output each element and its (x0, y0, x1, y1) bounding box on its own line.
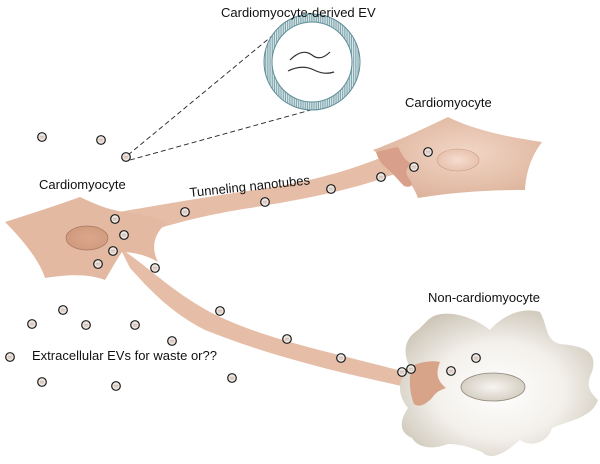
ev-dot-extracellular (27, 319, 37, 329)
ev-dot-lower-tube (397, 367, 407, 377)
ev-dot-upper-tube (376, 172, 386, 182)
rna-strand-1 (289, 51, 331, 61)
ev-dot-upper-tube (260, 197, 270, 207)
rna-strand-2 (287, 66, 335, 74)
ev-title-label: Cardiomyocyte-derived EV (221, 5, 376, 20)
left-cardiomyocyte-nucleus (65, 225, 109, 251)
ev-dot-left-cell (108, 246, 118, 256)
ev-dot-extracellular (37, 377, 47, 387)
ev-dot-extracellular (227, 373, 237, 383)
non-cardiomyocyte-label: Non-cardiomyocyte (428, 290, 540, 305)
ev-dot-non-cardiomyocyte (471, 353, 481, 363)
ev-dot-upper-tube (326, 184, 336, 194)
cardiomyocyte-right-label: Cardiomyocyte (405, 95, 492, 110)
ev-dot-upper-tube (180, 207, 190, 217)
ev-dot-extracellular (121, 152, 131, 162)
ev-dots (5, 132, 481, 391)
enlarged-ev (263, 13, 361, 111)
ev-dot-lower-tube (282, 334, 292, 344)
zoom-line-bottom (129, 107, 319, 161)
ev-dot-extracellular (37, 132, 47, 142)
ev-dot-non-cardiomyocyte (406, 364, 416, 374)
upper-nanotube-junction (376, 147, 412, 187)
ev-dot-lower-tube (215, 306, 225, 316)
ev-dot-right-cell (423, 147, 433, 157)
zoom-line-top (127, 35, 273, 156)
ev-dot-left-cell (119, 230, 129, 240)
ev-dot-lower-tube (336, 353, 346, 363)
ev-dot-extracellular (96, 135, 106, 145)
lower-nanotube-junction (409, 361, 446, 406)
ev-dot-non-cardiomyocyte (446, 366, 456, 376)
ev-dot-extracellular (130, 320, 140, 330)
upper-nanotube (118, 150, 414, 228)
right-cardiomyocyte-nucleus (436, 148, 480, 172)
ev-dot-left-cell (93, 259, 103, 269)
lower-nanotube (120, 248, 428, 392)
extracellular-evs-label: Extracellular EVs for waste or?? (32, 348, 217, 363)
non-cardiomyocyte-nucleus (460, 372, 526, 402)
ev-dot-extracellular (5, 352, 15, 362)
ev-dot-extracellular (81, 320, 91, 330)
ev-dot-extracellular (111, 381, 121, 391)
ev-dot-extracellular (167, 336, 177, 346)
ev-dot-right-cell (409, 162, 419, 172)
ev-dot-extracellular (58, 305, 68, 315)
cardiomyocyte-left-label: Cardiomyocyte (39, 177, 126, 192)
ev-dot-left-cell (110, 214, 120, 224)
ev-dot-lower-tube (150, 263, 160, 273)
